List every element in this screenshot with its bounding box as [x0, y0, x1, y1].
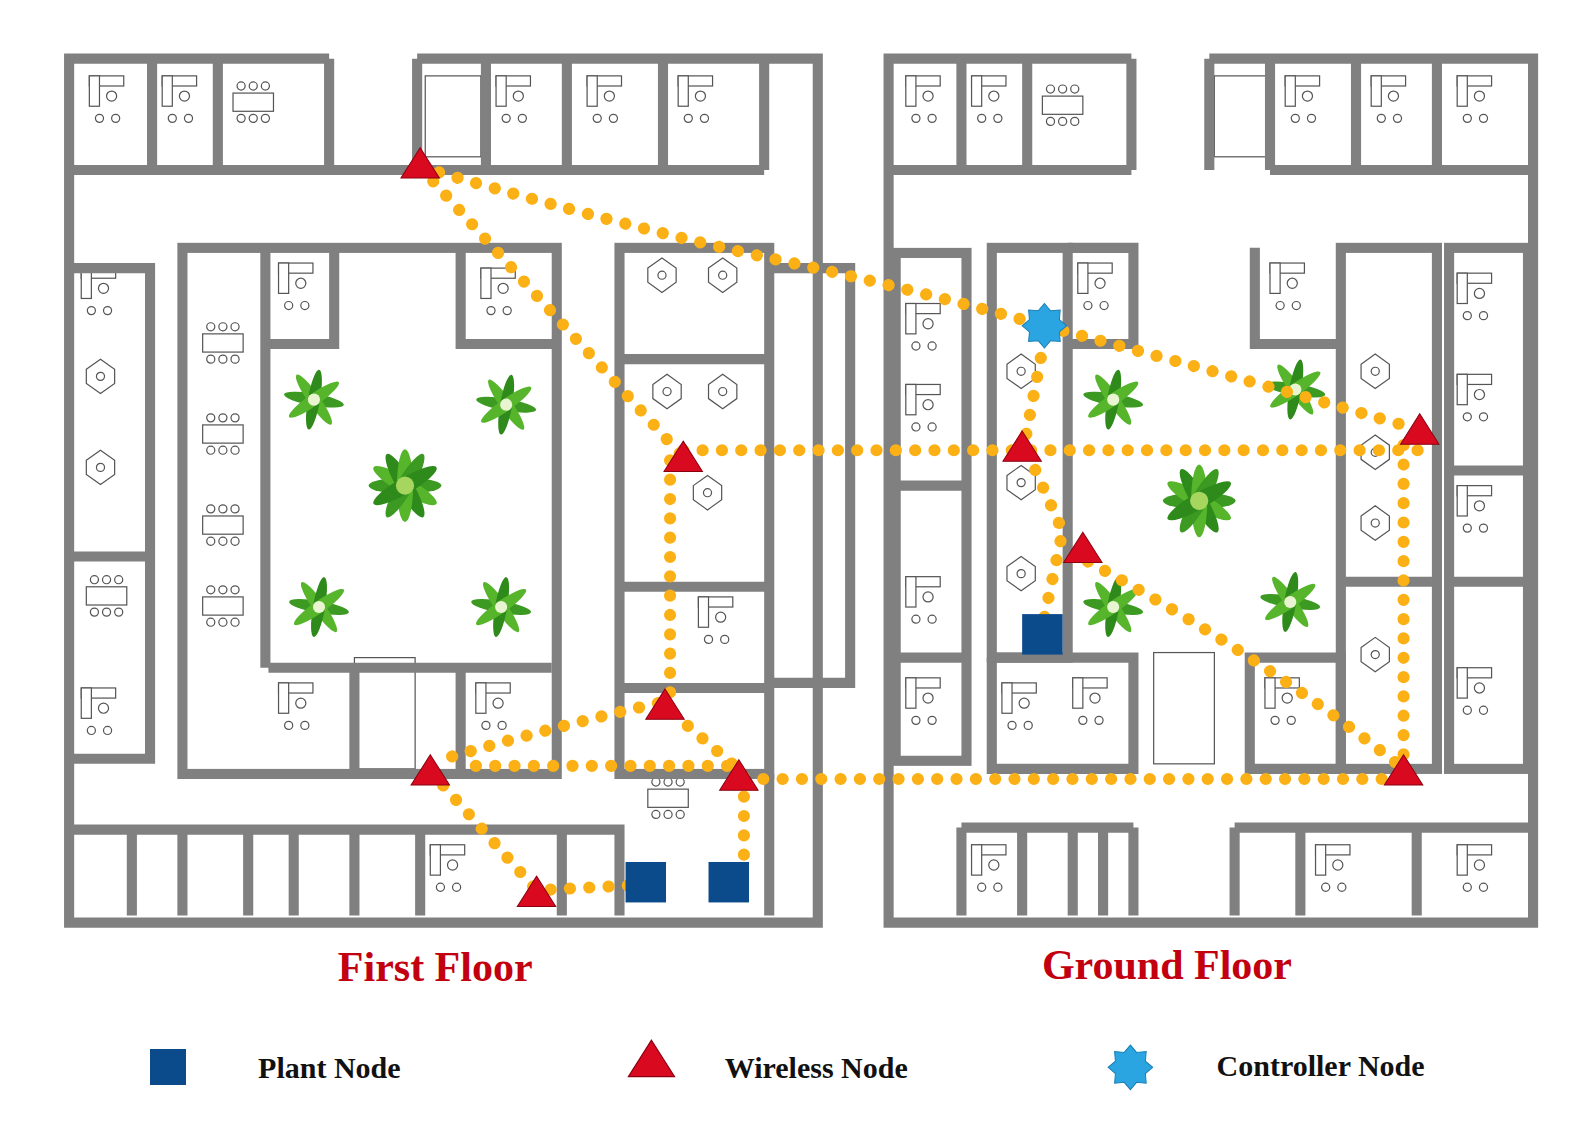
floor-title: First Floor	[338, 943, 533, 991]
legend-swatch	[150, 1049, 186, 1085]
legend-text: Wireless Node	[725, 1051, 908, 1085]
floor-title: Ground Floor	[1042, 941, 1292, 989]
furniture	[81, 76, 1491, 891]
walls	[69, 59, 1533, 923]
legend-text: Controller Node	[1217, 1049, 1425, 1083]
plants	[283, 359, 1326, 638]
legend-samples	[628, 1040, 1152, 1089]
wireless-links	[420, 167, 1420, 890]
markers	[401, 148, 1439, 907]
legend-text: Plant Node	[258, 1051, 401, 1085]
